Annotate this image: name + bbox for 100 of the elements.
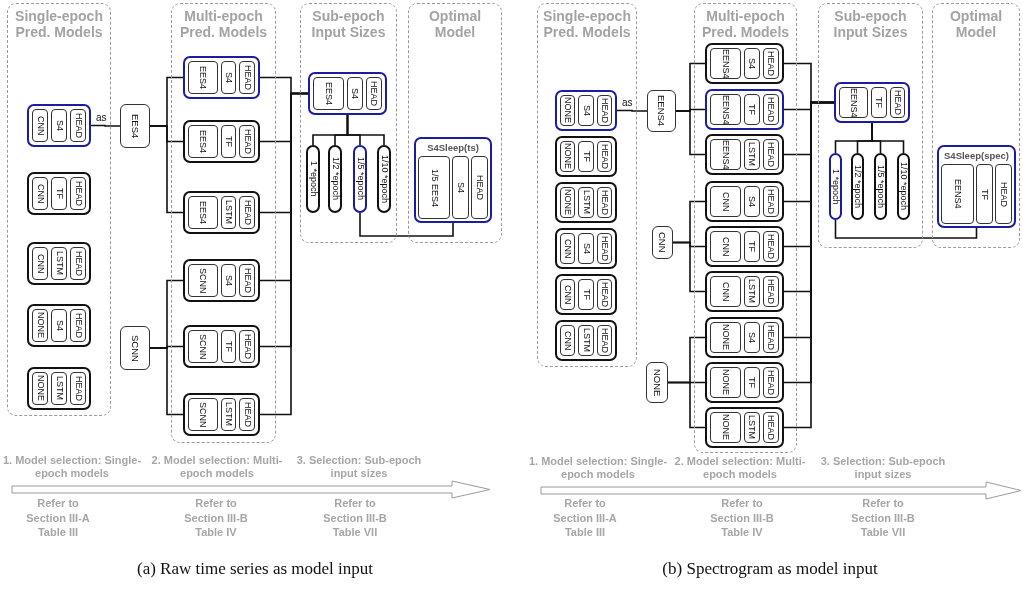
model-box: [555, 90, 617, 131]
module-block: CNN: [32, 177, 48, 210]
model-box: [183, 393, 260, 436]
model-box: [27, 304, 91, 347]
module-block: HEAD: [762, 367, 779, 398]
model-box: [183, 259, 260, 302]
model-box: [183, 191, 260, 234]
module-block: HEAD: [70, 109, 86, 142]
model-box: [555, 228, 617, 269]
module-block: HEAD: [239, 264, 255, 297]
model-box: [27, 367, 91, 410]
model-box: [705, 407, 784, 448]
model-box: [27, 104, 91, 147]
model-box: [705, 362, 784, 403]
module-block: NONE: [710, 367, 741, 398]
module-block: HEAD: [762, 94, 779, 125]
model-box: [183, 56, 260, 99]
module-block: HEAD: [70, 372, 86, 405]
module-block: HEAD: [596, 95, 612, 126]
module-block: S4: [743, 186, 760, 217]
model-box: [705, 181, 784, 222]
module-block: HEAD: [762, 322, 779, 353]
module-block: HEAD: [762, 186, 779, 217]
module-block: HEAD: [596, 279, 612, 310]
panel-title: Single-epoch Pred. Models: [542, 9, 632, 41]
module-block: HEAD: [70, 309, 86, 342]
input-size-pill: 1/2 *epoch: [328, 145, 342, 213]
module-block: HEAD: [596, 141, 612, 172]
connector-line: [149, 125, 184, 214]
module-block: 1/5 EES4: [418, 156, 450, 219]
module-block: HEAD: [889, 87, 905, 118]
module-block: HEAD: [239, 330, 255, 363]
step-label: 3. Selection: Sub-epoch input sizes: [296, 454, 422, 480]
connector-line: [672, 241, 706, 293]
module-block: HEAD: [596, 233, 612, 264]
module-block: EES4: [188, 125, 218, 158]
model-box: [705, 134, 784, 175]
module-block: HEAD: [762, 231, 779, 262]
input-size-pill: 1/5 *epoch: [353, 145, 367, 213]
model-box: [308, 72, 387, 115]
edge-label: as: [621, 97, 634, 108]
input-size-pill: 1/10 *epoch: [377, 145, 391, 213]
module-block: EENS4: [710, 139, 741, 170]
module-block: CNN: [32, 247, 48, 280]
model-box: [555, 182, 617, 223]
step-label: 2. Model selection: Multi-epoch models: [150, 454, 284, 480]
stage-panel: [408, 3, 502, 243]
module-block: S4: [220, 61, 237, 94]
module-block: LSTM: [220, 398, 237, 431]
module-block: TF: [220, 330, 237, 363]
module-block: HEAD: [239, 398, 255, 431]
module-block: TF: [578, 141, 594, 172]
optimal-model-box: [414, 137, 492, 223]
module-block: LSTM: [220, 196, 237, 229]
reference-note: Refer to Section III-A Table III: [25, 496, 91, 540]
module-block: EENS4: [710, 94, 741, 125]
module-block: HEAD: [239, 196, 255, 229]
model-box: [555, 136, 617, 177]
panel-title: Multi-epoch Pred. Models: [700, 9, 791, 41]
reference-note: Refer to Section III-B Table VII: [850, 496, 916, 540]
encoder-box: SCNN: [120, 326, 150, 370]
module-block: LSTM: [578, 325, 594, 356]
edge-label: as: [95, 112, 108, 123]
stage-panel: [7, 3, 111, 416]
panel-title: Sub-epoch Input Sizes: [832, 9, 909, 41]
module-block: HEAD: [596, 325, 612, 356]
reference-note: Refer to Section III-B Table VII: [322, 496, 388, 540]
figure-caption: (b) Spectrogram as model input: [661, 559, 879, 579]
connector-line: [667, 381, 706, 429]
module-block: TF: [578, 279, 594, 310]
module-block: HEAD: [762, 276, 779, 307]
module-block: HEAD: [596, 187, 612, 218]
module-block: HEAD: [762, 139, 779, 170]
module-block: LSTM: [743, 412, 760, 443]
module-block: LSTM: [51, 247, 67, 280]
model-box: [705, 43, 784, 84]
module-block: LSTM: [743, 139, 760, 170]
module-block: HEAD: [70, 177, 86, 210]
reference-note: Refer to Section III-A Table III: [552, 496, 618, 540]
model-box: [834, 82, 910, 123]
stage-panel: [694, 3, 797, 453]
model-box: [27, 172, 91, 215]
module-block: CNN: [710, 186, 741, 217]
module-block: LSTM: [578, 187, 594, 218]
model-box: [705, 271, 784, 312]
step-label: 1. Model selection: Single-epoch models: [2, 454, 142, 480]
figure-caption: (a) Raw time series as model input: [135, 559, 375, 579]
module-block: SCNN: [188, 330, 218, 363]
module-block: HEAD: [762, 48, 779, 79]
module-block: LSTM: [743, 276, 760, 307]
module-block: HEAD: [239, 61, 255, 94]
panel-title: Multi-epoch Pred. Models: [178, 9, 269, 41]
optimal-model-box: [937, 145, 1016, 228]
model-box: [183, 120, 260, 163]
panel-title: Optimal Model: [948, 9, 1004, 41]
input-size-pill: 1/5 *epoch: [874, 153, 887, 220]
stage-panel: [300, 3, 397, 243]
encoder-box: EES4: [120, 104, 150, 148]
panel-title: Optimal Model: [427, 9, 483, 41]
module-block: S4: [346, 77, 363, 110]
